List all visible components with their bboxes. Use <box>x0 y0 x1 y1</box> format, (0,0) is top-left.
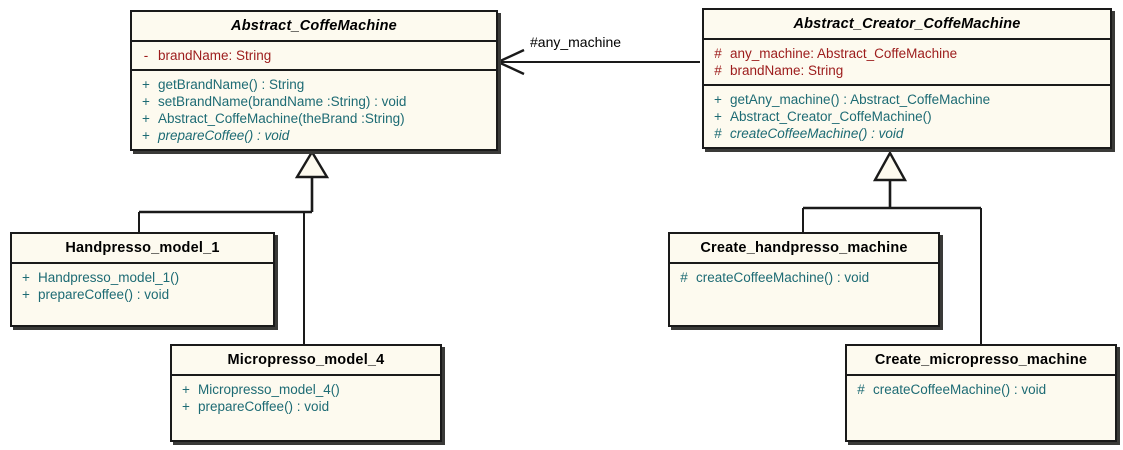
method-text: Abstract_Creator_CoffeMachine() <box>730 109 932 124</box>
class-title-handpresso-model-1: Handpresso_model_1 <box>65 240 220 256</box>
method-row: + prepareCoffee() : void <box>14 286 271 303</box>
method-row: + prepareCoffee() : void <box>134 127 494 144</box>
class-box-create-micropresso-machine[interactable]: Create_micropresso_machine # createCoffe… <box>845 344 1117 442</box>
association-any-machine <box>495 48 700 76</box>
methods-compartment-micropresso-model-4: + Micropresso_model_4() + prepareCoffee(… <box>172 374 440 450</box>
method-row: + Micropresso_model_4() <box>174 381 438 398</box>
visibility-marker: # <box>714 126 722 141</box>
attribute-row: - brandName: String <box>134 47 494 64</box>
method-row: + getAny_machine() : Abstract_CoffeMachi… <box>706 91 1108 108</box>
method-row: # createCoffeeMachine() : void <box>849 381 1113 398</box>
class-title-create-micropresso-machine: Create_micropresso_machine <box>874 352 1088 368</box>
method-text: getAny_machine() : Abstract_CoffeMachine <box>730 92 991 107</box>
visibility-marker: + <box>714 109 722 124</box>
visibility-marker: + <box>22 270 30 285</box>
method-text: createCoffeeMachine() : void <box>873 382 1047 397</box>
method-text: createCoffeeMachine() : void <box>730 126 904 141</box>
visibility-marker: + <box>142 111 150 126</box>
visibility-marker: # <box>680 270 688 285</box>
attributes-compartment-abstract-creator-coffemachine: # any_machine: Abstract_CoffeMachine # b… <box>704 38 1110 84</box>
method-row: # createCoffeeMachine() : void <box>672 269 936 286</box>
visibility-marker: + <box>182 382 190 397</box>
method-text: prepareCoffee() : void <box>198 399 330 414</box>
methods-compartment-abstract-creator-coffemachine: + getAny_machine() : Abstract_CoffeMachi… <box>704 84 1110 147</box>
method-row: # createCoffeeMachine() : void <box>706 125 1108 142</box>
method-text: setBrandName(brandName :String) : void <box>158 94 407 109</box>
method-row: + prepareCoffee() : void <box>174 398 438 415</box>
visibility-marker: # <box>714 46 722 61</box>
visibility-marker: + <box>714 92 722 107</box>
method-row: + setBrandName(brandName :String) : void <box>134 93 494 110</box>
visibility-marker: + <box>142 128 150 143</box>
method-text: Abstract_CoffeMachine(theBrand :String) <box>158 111 405 126</box>
visibility-marker: + <box>142 94 150 109</box>
methods-compartment-create-micropresso-machine: # createCoffeeMachine() : void <box>847 374 1115 450</box>
attribute-row: # brandName: String <box>706 62 1108 79</box>
methods-compartment-handpresso-model-1: + Handpresso_model_1() + prepareCoffee()… <box>12 262 273 336</box>
method-text: prepareCoffee() : void <box>158 128 290 143</box>
method-text: Handpresso_model_1() <box>38 270 180 285</box>
association-label-any-machine: #any_machine <box>530 34 622 50</box>
class-title-create-handpresso-machine: Create_handpresso_machine <box>700 240 908 256</box>
attributes-compartment-abstract-coffemachine: - brandName: String <box>132 40 496 69</box>
class-box-create-handpresso-machine[interactable]: Create_handpresso_machine # createCoffee… <box>668 232 940 327</box>
methods-compartment-abstract-coffemachine: + getBrandName() : String + setBrandName… <box>132 69 496 149</box>
methods-compartment-create-handpresso-machine: # createCoffeeMachine() : void <box>670 262 938 336</box>
method-row: + Handpresso_model_1() <box>14 269 271 286</box>
attribute-text: brandName: String <box>158 48 272 63</box>
class-box-abstract-coffemachine[interactable]: Abstract_CoffeMachine - brandName: Strin… <box>130 10 498 151</box>
visibility-marker: # <box>857 382 865 397</box>
method-text: createCoffeeMachine() : void <box>696 270 870 285</box>
method-row: + getBrandName() : String <box>134 76 494 93</box>
class-title-abstract-creator-coffemachine: Abstract_Creator_CoffeMachine <box>793 16 1021 32</box>
class-title-micropresso-model-4: Micropresso_model_4 <box>227 352 385 368</box>
attribute-row: # any_machine: Abstract_CoffeMachine <box>706 45 1108 62</box>
method-text: getBrandName() : String <box>158 77 305 92</box>
class-box-micropresso-model-4[interactable]: Micropresso_model_4 + Micropresso_model_… <box>170 344 442 442</box>
visibility-marker: # <box>714 63 722 78</box>
class-box-abstract-creator-coffemachine[interactable]: Abstract_Creator_CoffeMachine # any_mach… <box>702 8 1112 149</box>
method-row: + Abstract_CoffeMachine(theBrand :String… <box>134 110 494 127</box>
method-text: prepareCoffee() : void <box>38 287 170 302</box>
attribute-text: any_machine: Abstract_CoffeMachine <box>730 46 958 61</box>
method-row: + Abstract_Creator_CoffeMachine() <box>706 108 1108 125</box>
method-text: Micropresso_model_4() <box>198 382 340 397</box>
visibility-marker: + <box>22 287 30 302</box>
visibility-marker: + <box>182 399 190 414</box>
visibility-marker: - <box>143 48 149 63</box>
class-title-abstract-coffemachine: Abstract_CoffeMachine <box>231 18 397 34</box>
visibility-marker: + <box>142 77 150 92</box>
attribute-text: brandName: String <box>730 63 844 78</box>
class-box-handpresso-model-1[interactable]: Handpresso_model_1 + Handpresso_model_1(… <box>10 232 275 327</box>
